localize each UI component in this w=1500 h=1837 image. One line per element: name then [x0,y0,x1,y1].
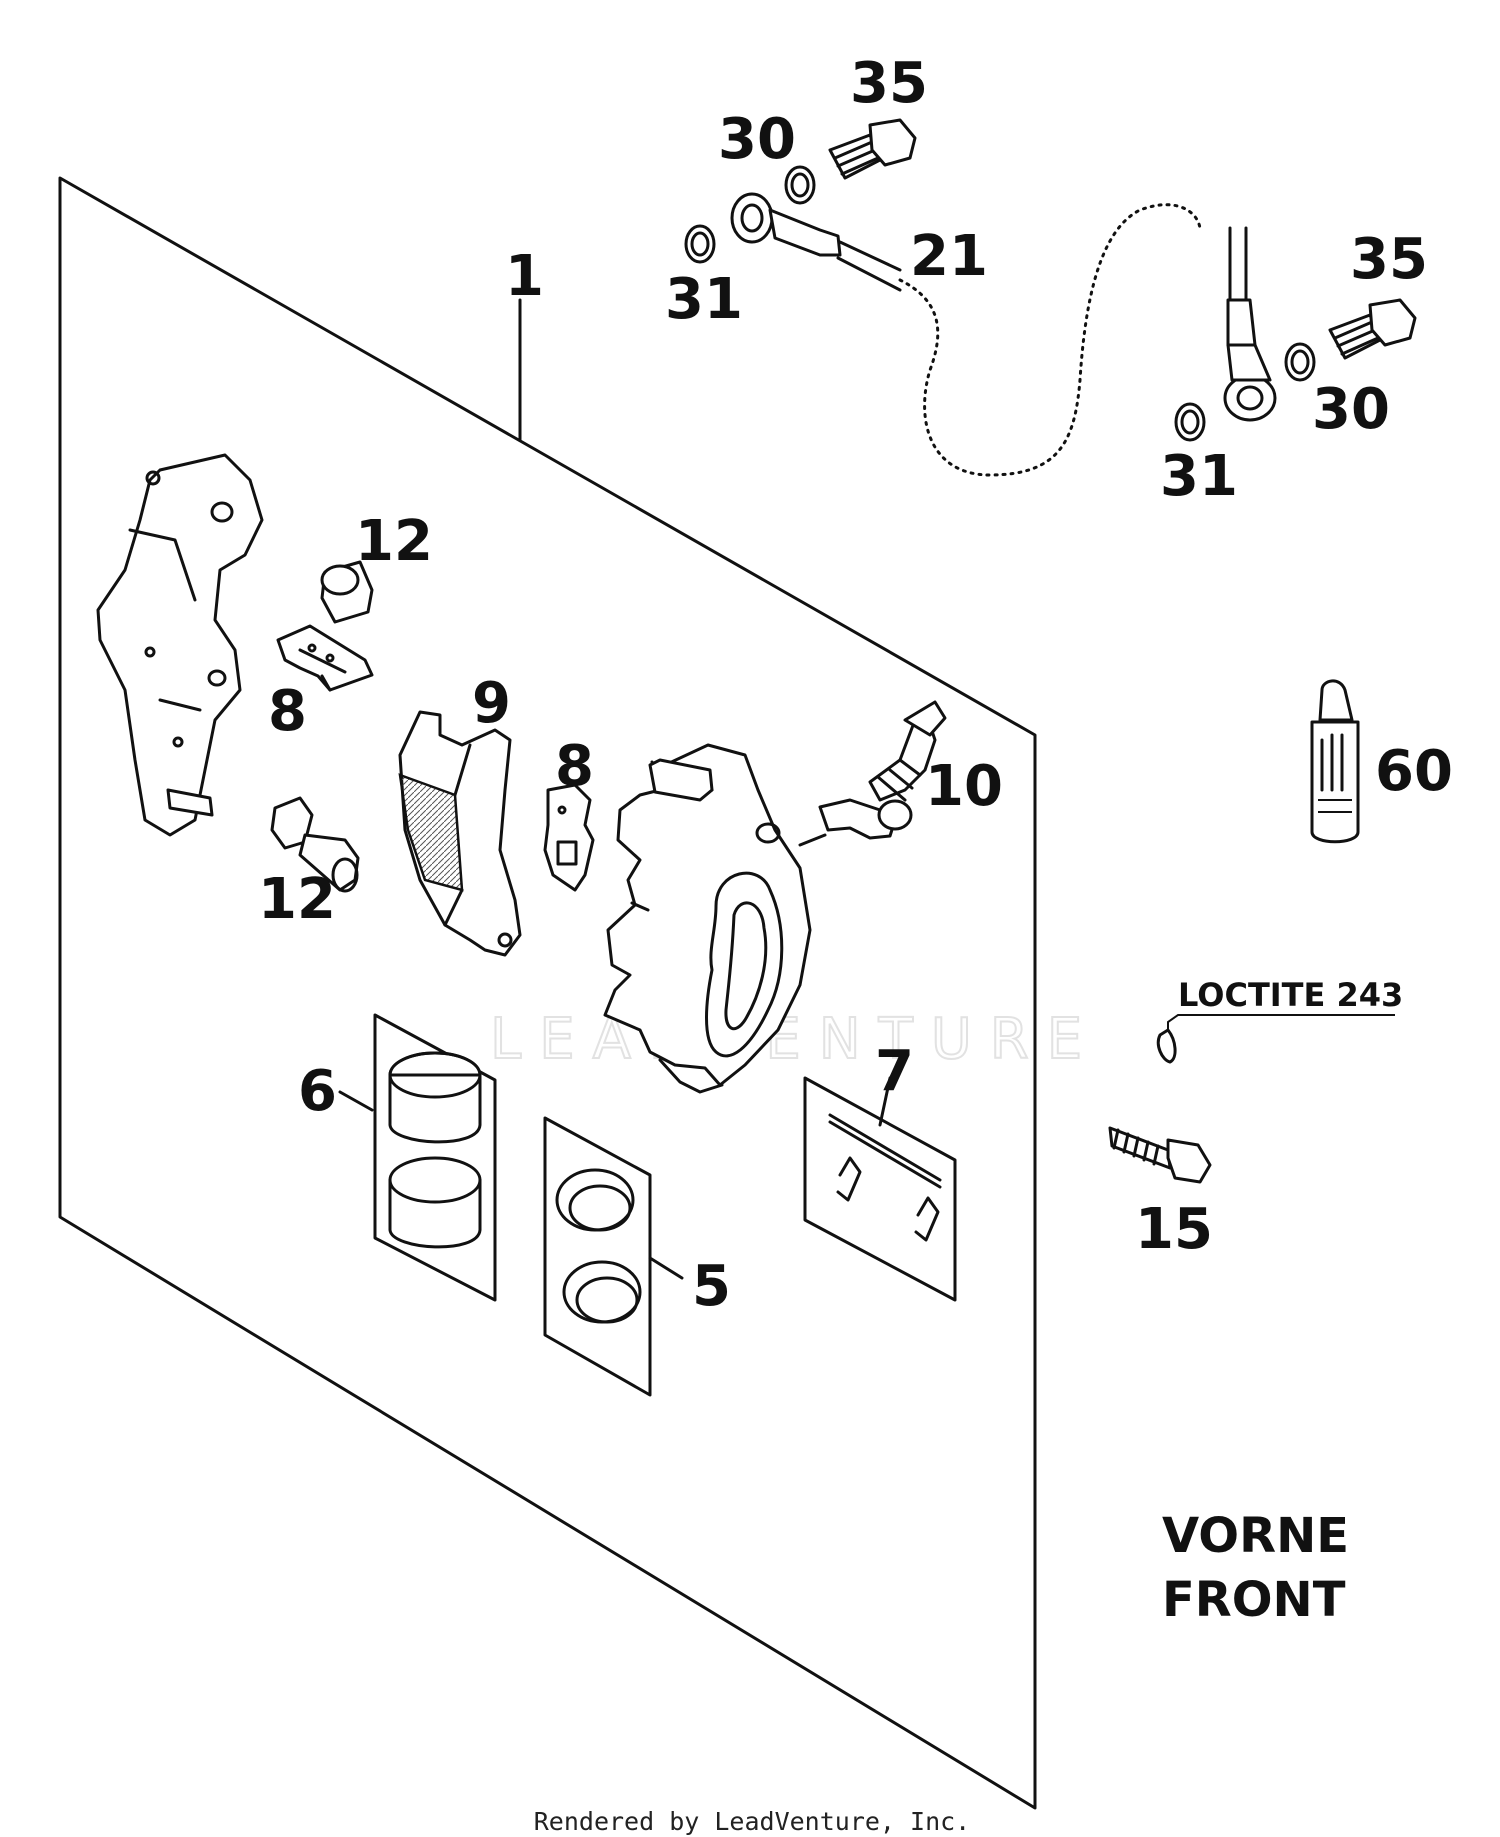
leader-7 [878,1076,892,1127]
callout-30-upper: 30 [718,107,796,172]
sealing-washer-31-lower[interactable] [1174,402,1206,442]
callout-12-lower: 12 [258,867,336,932]
banjo-bolt-35-upper[interactable] [828,118,917,180]
callout-8-upper: 8 [268,679,307,744]
footer-credit: Rendered by LeadVenture, Inc. [534,1807,971,1836]
callout-5: 5 [692,1254,731,1319]
loctite-note: LOCTITE 243 [1178,976,1403,1014]
callout-10: 10 [925,754,1003,819]
slide-pin-bushing-upper[interactable] [320,560,374,624]
callout-6: 6 [298,1059,337,1124]
seal-kit-box[interactable] [543,1116,652,1397]
watermark-text: LEADVENTURE [490,1007,1100,1072]
callout-31-lower: 31 [1160,444,1238,509]
callout-31-upper: 31 [665,267,743,332]
caliper-kit-panel [58,176,1037,1810]
banjo-bolt-35-lower[interactable] [1328,298,1417,360]
callout-15: 15 [1135,1197,1213,1262]
pin-clip-kit-box[interactable] [803,1076,957,1302]
leader-5 [648,1256,684,1280]
bleeder-valve[interactable] [818,700,947,840]
slide-pin-lower[interactable] [270,796,360,893]
callout-35-upper: 35 [850,51,928,116]
region-label-front: FRONT [1162,1572,1346,1628]
callout-30-lower: 30 [1312,377,1390,442]
callout-12-upper: 12 [355,509,433,574]
washer-hole-icon [1180,409,1200,435]
callout-21: 21 [910,224,988,289]
threadlocker-bottle[interactable] [1310,679,1360,844]
callout-1: 1 [505,244,544,309]
washer-hole-icon [790,172,810,198]
callout-60: 60 [1375,739,1453,804]
callout-9: 9 [472,671,511,736]
brake-line-hose[interactable] [730,192,1277,477]
callout-7: 7 [875,1039,914,1104]
callout-35-lower: 35 [1350,227,1428,292]
brake-pad[interactable] [398,710,522,957]
sealing-washer-30-lower[interactable] [1284,342,1316,382]
region-label-vorne: VORNE [1162,1508,1349,1564]
callout-8-lower: 8 [555,734,594,799]
brake-caliper-body[interactable] [603,743,827,1094]
piston-kit-box[interactable] [373,1013,497,1302]
sealing-washer-31-upper[interactable] [684,224,716,264]
pad-spring-clip-upper[interactable] [276,624,374,692]
sealing-washer-30-upper[interactable] [784,165,816,205]
washer-hole-icon [1290,349,1310,375]
washer-hole-icon [690,231,710,257]
caliper-bracket[interactable] [96,453,264,837]
leader-6 [338,1090,374,1112]
pad-retainer-plate[interactable] [543,783,595,892]
mounting-bolt[interactable] [1108,1028,1212,1184]
loctite-leader [1167,1014,1395,1030]
